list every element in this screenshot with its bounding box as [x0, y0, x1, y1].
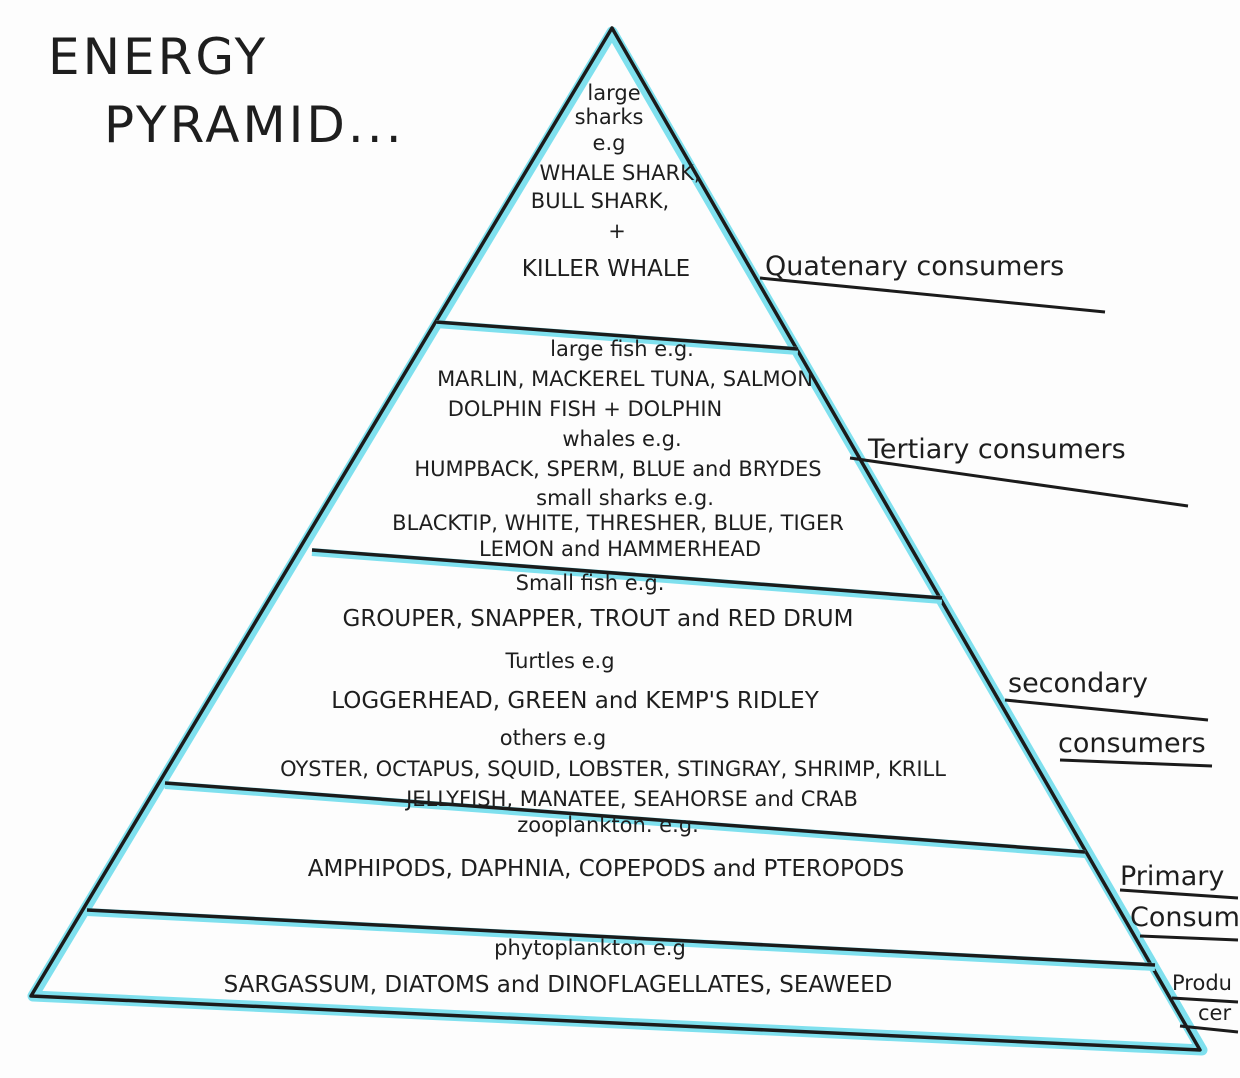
- quaternary-line: BULL SHARK,: [531, 189, 669, 213]
- level-primary: zooplankton. e.g. AMPHIPODS, DAPHNIA, CO…: [308, 813, 905, 882]
- label-quaternary: Quatenary consumers: [765, 251, 1064, 282]
- label-primary-1: Primary: [1120, 861, 1224, 892]
- primary-line: AMPHIPODS, DAPHNIA, COPEPODS and PTEROPO…: [308, 856, 905, 882]
- level-dividers: [86, 320, 1156, 971]
- label-secondary-2: consumers: [1058, 728, 1206, 759]
- level-quaternary: large sharks e.g WHALE SHARK, BULL SHARK…: [522, 81, 701, 282]
- quaternary-line: +: [608, 219, 626, 243]
- producers-line: SARGASSUM, DIATOMS and DINOFLAGELLATES, …: [224, 972, 893, 998]
- tertiary-line: small sharks e.g.: [536, 486, 714, 510]
- quaternary-line: e.g: [593, 131, 626, 155]
- tertiary-line: LEMON and HAMMERHEAD: [479, 537, 761, 561]
- quaternary-line: WHALE SHARK,: [539, 161, 700, 185]
- level-tertiary: large fish e.g. MARLIN, MACKEREL TUNA, S…: [392, 337, 844, 561]
- trophic-labels: Quatenary consumers Tertiary consumers s…: [765, 251, 1240, 1025]
- tertiary-line: MARLIN, MACKEREL TUNA, SALMON: [437, 367, 813, 391]
- label-producers-1: Produ: [1172, 971, 1232, 995]
- divider-quaternary-tertiary: [435, 320, 799, 351]
- pyramid-outline: [29, 26, 1202, 1052]
- quaternary-line: large: [587, 81, 640, 105]
- secondary-line: OYSTER, OCTAPUS, SQUID, LOBSTER, STINGRA…: [280, 757, 946, 781]
- label-tertiary: Tertiary consumers: [867, 434, 1126, 465]
- quaternary-line: KILLER WHALE: [522, 256, 690, 282]
- producers-line: phytoplankton e.g: [494, 936, 686, 960]
- label-producers-2: cer: [1198, 1001, 1231, 1025]
- secondary-line: others e.g: [500, 726, 607, 750]
- primary-line: zooplankton. e.g.: [517, 813, 699, 837]
- secondary-line: Small fish e.g.: [516, 571, 665, 595]
- secondary-line: JELLYFISH, MANATEE, SEAHORSE and CRAB: [404, 787, 858, 811]
- tertiary-line: whales e.g.: [562, 427, 681, 451]
- level-secondary: Small fish e.g. GROUPER, SNAPPER, TROUT …: [280, 571, 946, 811]
- label-underlines: [759, 276, 1239, 1034]
- label-primary-2: Consume: [1130, 902, 1240, 933]
- level-producers: phytoplankton e.g SARGASSUM, DIATOMS and…: [224, 936, 893, 998]
- divider-secondary-primary: [164, 781, 1086, 854]
- divider-tertiary-secondary: [311, 548, 943, 600]
- tertiary-line: DOLPHIN FISH + DOLPHIN: [448, 397, 723, 421]
- tertiary-line: large fish e.g.: [550, 337, 694, 361]
- label-secondary-1: secondary: [1008, 668, 1148, 699]
- quaternary-line: sharks: [575, 105, 644, 129]
- secondary-line: Turtles e.g: [504, 649, 614, 673]
- tertiary-line: BLACKTIP, WHITE, THRESHER, BLUE, TIGER: [392, 511, 844, 535]
- diagram-title-line-2: PYRAMID...: [104, 96, 405, 154]
- secondary-line: LOGGERHEAD, GREEN and KEMP'S RIDLEY: [331, 688, 819, 714]
- secondary-line: GROUPER, SNAPPER, TROUT and RED DRUM: [343, 606, 854, 632]
- tertiary-line: HUMPBACK, SPERM, BLUE and BRYDES: [414, 457, 821, 481]
- diagram-title-line-1: ENERGY: [48, 28, 269, 86]
- divider-primary-producers: [86, 908, 1156, 967]
